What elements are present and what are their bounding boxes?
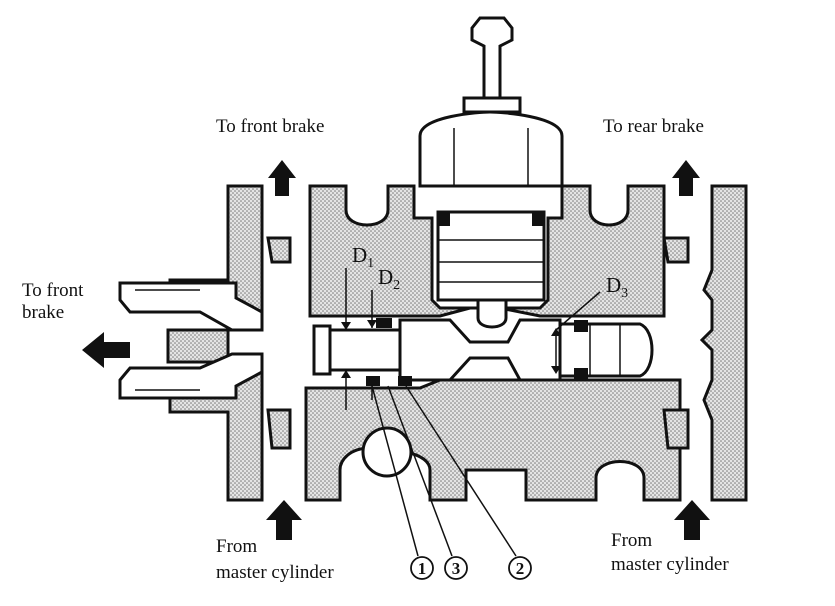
left-tube-lower [118,352,264,400]
label-from-master-right-1: From [611,530,652,551]
arrow-from-master-left [266,500,302,540]
label-from-master-left-2: master cylinder [216,562,334,583]
left-fitting-body [166,184,264,502]
label-d3: D3 [606,273,628,301]
label-d2: D2 [378,265,400,293]
right-fitting [662,184,748,502]
left-tube-upper [118,281,264,332]
valve-body [304,184,682,502]
mounting-hole [361,426,413,478]
d3-arrow-bottom [551,366,561,374]
valve-body-lower [304,378,682,502]
plug-threads [438,239,544,283]
d3-arrow-top [551,328,561,336]
seal-ring-2 [398,376,412,386]
callout-1: 1 [410,556,434,580]
piston-lines [589,324,621,376]
svg-text:3: 3 [452,559,461,578]
callout-leader-1 [371,385,419,557]
callout-3: 3 [444,556,468,580]
plug-oring-left [438,212,450,226]
seal-d3-lower [574,368,588,380]
right-fitting-body [699,184,748,502]
arrow-to-front-brake-left [82,332,130,368]
d2-arrow-top [367,320,377,328]
label-from-master-left-1: From [216,536,257,557]
callout-2: 2 [508,556,532,580]
label-to-front-brake-top: To front brake [216,116,324,137]
callout-leader-3 [387,385,453,557]
bleeder-nipple [470,16,514,100]
left-fitting [118,184,264,502]
arrow-to-front-brake-up [268,160,296,196]
bleeder-hex [462,96,522,114]
valve-piston [312,318,654,386]
left-washer [266,236,292,450]
plug-hex-nut [418,110,564,188]
plug-body [436,210,546,302]
d1-arrow-top [341,322,351,330]
piston-head [312,324,332,376]
d2-arrow-bottom [367,376,377,384]
plug-hex-facet [453,128,529,186]
piston-body [398,318,562,382]
arrow-from-master-right [674,500,710,540]
arrow-to-rear-brake-up [672,160,700,196]
plug-oring-right [532,212,544,226]
left-tube-inner [135,289,200,391]
svg-text:1: 1 [418,559,427,578]
top-plug [418,16,564,329]
label-d1: D1 [352,243,374,271]
d1-arrow-bottom [341,370,351,378]
label-to-front-brake-left-2: brake [22,302,64,323]
label-to-front-brake-left-1: To front [22,280,84,301]
plug-tip [476,298,508,329]
piston-d3-section [558,322,654,378]
flow-arrows [82,160,710,540]
valve-body-upper [308,184,666,318]
dimension-lines [341,268,601,557]
callout-leader-2 [405,385,517,557]
svg-text:2: 2 [516,559,525,578]
label-to-rear-brake: To rear brake [603,116,704,137]
piston-d1-section [328,328,402,372]
label-from-master-right-2: master cylinder [611,554,729,575]
seal-d3-upper [574,320,588,332]
seal-d2-upper [376,318,392,328]
right-washer [662,236,690,450]
